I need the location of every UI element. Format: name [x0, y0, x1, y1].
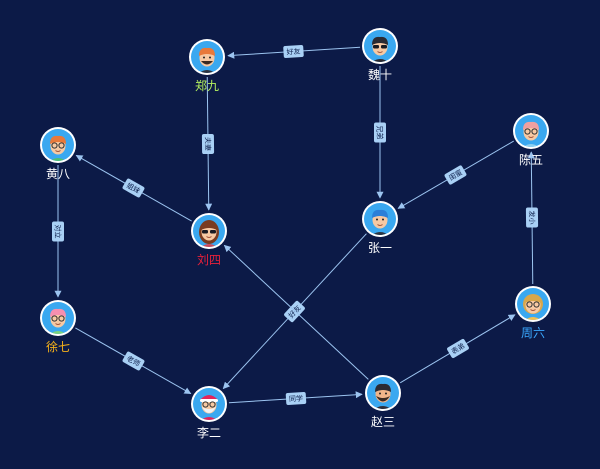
edge[interactable]: 发小: [525, 151, 539, 285]
edge[interactable]: 好友: [227, 45, 361, 59]
edge-label: 闺蜜: [444, 165, 467, 185]
person-name-label: 张一: [368, 241, 392, 255]
edge-label: 表弟: [447, 338, 469, 359]
blue-hair-man-avatar-icon: [368, 209, 392, 235]
person-node[interactable]: 张一: [362, 201, 398, 255]
edge[interactable]: 兄弟: [374, 66, 386, 199]
edge-label-box: [447, 338, 469, 359]
person-name-label: 李二: [197, 425, 221, 440]
edge-label: 好友: [283, 45, 304, 58]
blonde-glasses-avatar-icon: [521, 294, 545, 320]
edge-label-text: 好友: [286, 47, 301, 57]
person-name-label: 徐七: [46, 339, 70, 354]
edge-label-box: [525, 207, 539, 228]
person-name-label: 陈五: [519, 152, 543, 167]
edge-line[interactable]: [223, 244, 369, 380]
edge-label: 兄弟: [374, 122, 386, 143]
person-node[interactable]: 李二: [191, 386, 227, 440]
edge-label-text: 对立: [54, 225, 63, 239]
person-name-label: 黄八: [46, 167, 70, 181]
person-node[interactable]: 徐七: [40, 300, 76, 354]
edge-label-box: [122, 351, 145, 371]
edge-label-text: 夫妻: [203, 137, 212, 151]
edge[interactable]: 姐妹: [75, 154, 192, 222]
grandpa-glasses-avatar-icon: [519, 121, 543, 147]
edge-label: 夫妻: [201, 133, 215, 155]
edge-label: 对立: [52, 221, 64, 242]
person-node[interactable]: 赵三: [365, 375, 401, 429]
person-name-label: 魏十: [368, 67, 392, 82]
person-node[interactable]: 郑九: [189, 39, 225, 93]
santa-grandpa-avatar-icon: [197, 395, 221, 420]
edge-label-box: [122, 178, 145, 198]
person-node[interactable]: 周六: [515, 286, 551, 340]
edge-label-box: [283, 45, 304, 58]
edge[interactable]: [223, 244, 369, 380]
beard-orange-hair-avatar-icon: [195, 47, 219, 73]
edge-label: 老师: [122, 351, 145, 371]
person-node[interactable]: 黄八: [40, 127, 76, 181]
person-node[interactable]: 陈五: [513, 113, 549, 167]
edge[interactable]: 表弟: [399, 314, 516, 384]
woman-sunglasses-avatar-icon: [197, 220, 221, 247]
sunglasses-man-avatar-icon: [368, 36, 392, 62]
edge-label-box: [52, 221, 64, 242]
edge[interactable]: 同学: [228, 391, 363, 405]
edge-label-box: [374, 122, 386, 143]
pink-hair-glasses-avatar-icon: [46, 308, 70, 334]
edge-label-text: 同学: [289, 394, 304, 404]
edge-label: 发小: [525, 207, 539, 228]
edge-label-box: [284, 300, 305, 323]
edge-label-box: [201, 133, 215, 155]
edge[interactable]: 老师: [75, 327, 192, 395]
edge[interactable]: 对立: [52, 165, 64, 298]
edge-label: 同学: [285, 392, 307, 405]
edge-label-text: 发小: [527, 210, 536, 224]
edge-label: 姐妹: [122, 178, 145, 198]
person-node[interactable]: 魏十: [362, 28, 398, 82]
glasses-orange-avatar-icon: [46, 135, 70, 161]
edge[interactable]: 夫妻: [201, 76, 215, 211]
edge-label-text: 兄弟: [376, 126, 385, 140]
person-name-label: 刘四: [197, 253, 221, 267]
person-node[interactable]: 刘四: [191, 213, 227, 267]
person-name-label: 郑九: [195, 78, 219, 93]
edge-label-box: [444, 165, 467, 185]
person-name-label: 周六: [521, 326, 545, 340]
bearded-man-avatar-icon: [371, 383, 395, 409]
edge-label-box: [285, 392, 307, 405]
edge[interactable]: 闺蜜: [397, 140, 514, 209]
person-name-label: 赵三: [371, 415, 395, 429]
